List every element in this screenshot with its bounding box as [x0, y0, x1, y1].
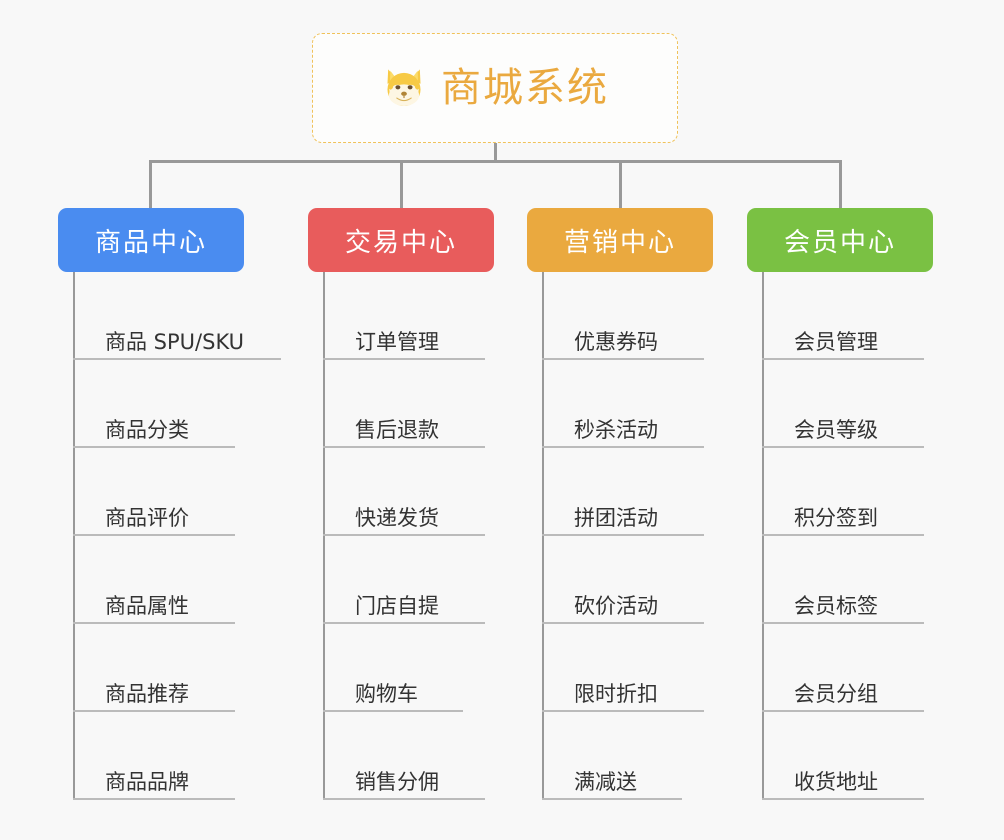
- leaf-item[interactable]: 砍价活动: [542, 536, 752, 624]
- leaf-label: 商品推荐: [105, 681, 189, 706]
- connector-drop-2: [400, 160, 403, 208]
- leaf-list-4: 会员管理 会员等级 积分签到 会员标签 会员分组 收货地址: [762, 272, 972, 800]
- leaf-label: 商品属性: [105, 593, 189, 618]
- branch-column-2: 交易中心 订单管理 售后退款 快递发货 门店自提 购物车 销售分佣: [308, 208, 494, 800]
- leaf-item[interactable]: 快递发货: [323, 448, 533, 536]
- leaf-label: 积分签到: [794, 505, 878, 530]
- leaf-item[interactable]: 商品推荐: [73, 624, 283, 712]
- leaf-item[interactable]: 拼团活动: [542, 448, 752, 536]
- category-label-3: 营销中心: [563, 227, 676, 258]
- leaf-item[interactable]: 会员标签: [762, 536, 972, 624]
- leaf-label: 商品评价: [105, 505, 189, 530]
- branch-column-4: 会员中心 会员管理 会员等级 积分签到 会员标签 会员分组 收货地址: [747, 208, 933, 800]
- leaf-label: 会员标签: [794, 593, 878, 618]
- branch-column-3: 营销中心 优惠券码 秒杀活动 拼团活动 砍价活动 限时折扣 满减送: [527, 208, 713, 800]
- leaf-label: 售后退款: [355, 417, 439, 442]
- leaf-label: 快递发货: [355, 505, 439, 530]
- leaf-label: 秒杀活动: [574, 417, 658, 442]
- leaf-item[interactable]: 会员等级: [762, 360, 972, 448]
- leaf-label: 会员管理: [794, 329, 878, 354]
- leaf-label: 会员等级: [794, 417, 878, 442]
- leaf-item[interactable]: 订单管理: [323, 272, 533, 360]
- leaf-item[interactable]: 积分签到: [762, 448, 972, 536]
- leaf-item[interactable]: 门店自提: [323, 536, 533, 624]
- category-label-4: 会员中心: [783, 227, 896, 258]
- connector-drop-3: [619, 160, 622, 208]
- leaf-item[interactable]: 商品评价: [73, 448, 283, 536]
- leaf-item[interactable]: 销售分佣: [323, 712, 533, 800]
- category-box-1[interactable]: 商品中心: [58, 208, 244, 272]
- root-node[interactable]: 商城系统: [312, 33, 678, 143]
- branch-trunk-2: [323, 272, 325, 800]
- leaf-label: 购物车: [355, 681, 418, 706]
- branch-trunk-3: [542, 272, 544, 800]
- leaf-list-1: 商品 SPU/SKU 商品分类 商品评价 商品属性 商品推荐 商品品牌: [73, 272, 283, 800]
- connector-root-stem: [494, 143, 497, 162]
- leaf-label: 满减送: [574, 769, 637, 794]
- leaf-label: 优惠券码: [574, 329, 658, 354]
- connector-drop-1: [149, 160, 152, 208]
- leaf-label: 订单管理: [355, 329, 439, 354]
- leaf-item[interactable]: 会员管理: [762, 272, 972, 360]
- leaf-item[interactable]: 秒杀活动: [542, 360, 752, 448]
- leaf-label: 销售分佣: [355, 769, 439, 794]
- leaf-label: 商品 SPU/SKU: [105, 329, 245, 354]
- leaf-label: 砍价活动: [574, 593, 658, 618]
- leaf-item[interactable]: 购物车: [323, 624, 533, 712]
- leaf-item[interactable]: 商品品牌: [73, 712, 283, 800]
- leaf-label: 会员分组: [794, 681, 878, 706]
- leaf-item[interactable]: 会员分组: [762, 624, 972, 712]
- root-title: 商城系统: [441, 65, 609, 111]
- category-label-2: 交易中心: [344, 227, 457, 258]
- leaf-label: 商品品牌: [105, 769, 189, 794]
- branch-column-1: 商品中心 商品 SPU/SKU 商品分类 商品评价 商品属性 商品推荐 商品品牌: [58, 208, 281, 800]
- leaf-label: 收货地址: [794, 769, 878, 794]
- shiba-dog-face-icon: [387, 69, 421, 108]
- leaf-item[interactable]: 收货地址: [762, 712, 972, 800]
- leaf-label: 拼团活动: [574, 505, 658, 530]
- branch-trunk-1: [73, 272, 75, 800]
- leaf-list-2: 订单管理 售后退款 快递发货 门店自提 购物车 销售分佣: [323, 272, 533, 800]
- category-box-4[interactable]: 会员中心: [747, 208, 933, 272]
- connector-drop-4: [839, 160, 842, 208]
- category-box-2[interactable]: 交易中心: [308, 208, 494, 272]
- leaf-label: 门店自提: [355, 593, 439, 618]
- leaf-item[interactable]: 售后退款: [323, 360, 533, 448]
- leaf-item[interactable]: 满减送: [542, 712, 752, 800]
- branch-trunk-4: [762, 272, 764, 800]
- leaf-item[interactable]: 商品属性: [73, 536, 283, 624]
- connector-horizontal-bus: [149, 160, 842, 163]
- leaf-list-3: 优惠券码 秒杀活动 拼团活动 砍价活动 限时折扣 满减送: [542, 272, 752, 800]
- leaf-item[interactable]: 限时折扣: [542, 624, 752, 712]
- category-label-1: 商品中心: [94, 227, 207, 258]
- leaf-item[interactable]: 优惠券码: [542, 272, 752, 360]
- leaf-item[interactable]: 商品分类: [73, 360, 283, 448]
- leaf-label: 商品分类: [105, 417, 189, 442]
- category-box-3[interactable]: 营销中心: [527, 208, 713, 272]
- leaf-item[interactable]: 商品 SPU/SKU: [73, 272, 283, 360]
- leaf-label: 限时折扣: [574, 681, 658, 706]
